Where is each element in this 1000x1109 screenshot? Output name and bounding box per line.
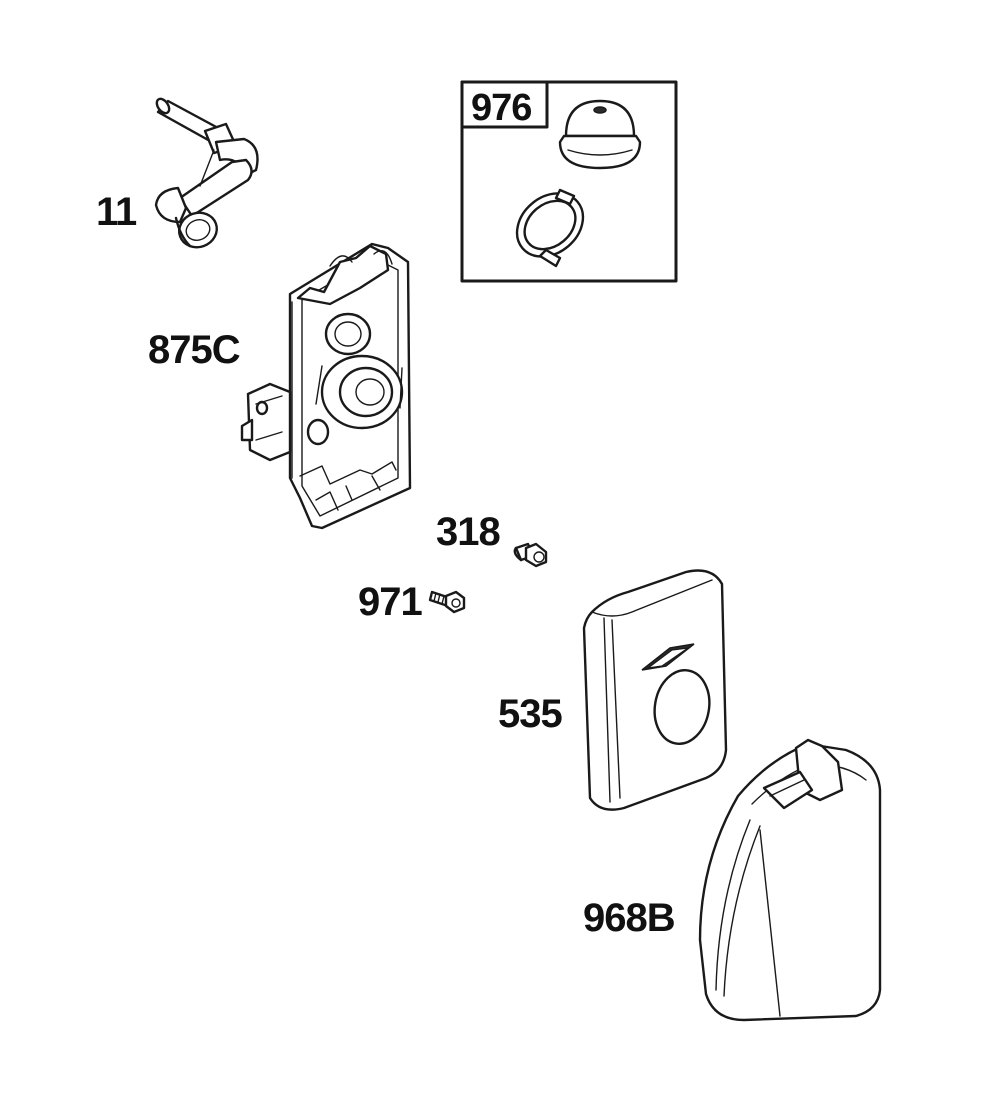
callout-976: 976 [471, 87, 532, 129]
screw-971-icon[interactable] [428, 590, 466, 614]
clamp-ring-icon [515, 188, 585, 268]
air-filter-icon[interactable] [582, 569, 728, 811]
callout-875c: 875C [148, 328, 241, 372]
seal-kit-box[interactable] [460, 80, 678, 283]
callout-535: 535 [498, 692, 563, 736]
rubber-cap-icon [558, 99, 642, 170]
callout-318: 318 [436, 510, 501, 554]
callout-971: 971 [358, 580, 423, 624]
air-cleaner-cover-icon[interactable] [698, 738, 882, 1022]
breather-tube-icon[interactable] [154, 97, 259, 253]
callout-11: 11 [96, 190, 137, 234]
callout-968b: 968B [583, 896, 676, 940]
air-cleaner-base-icon[interactable] [240, 242, 412, 530]
screw-318-icon[interactable] [513, 542, 548, 568]
